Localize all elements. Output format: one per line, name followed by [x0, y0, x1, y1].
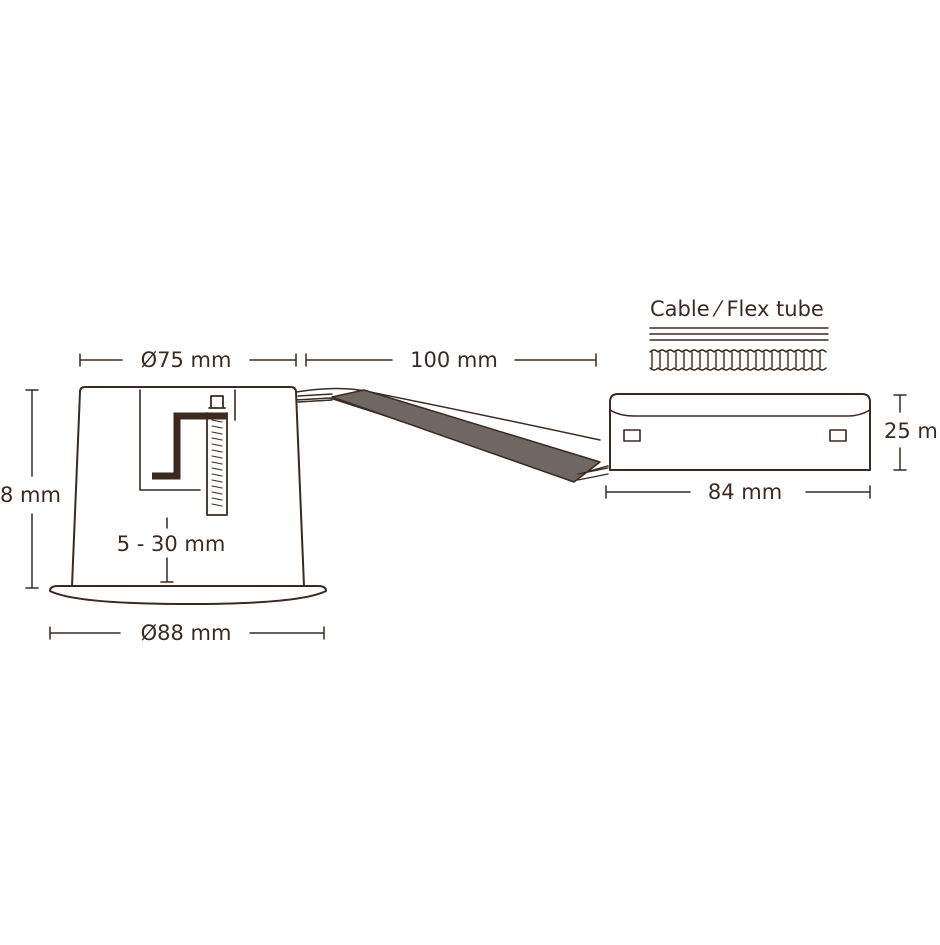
dimension-lines: [25, 353, 907, 640]
length-100-label: 100 mm: [410, 348, 498, 372]
height-left-label: 8 mm: [0, 483, 61, 507]
width-84-label: 84 mm: [708, 480, 782, 504]
driver-slot-left: [623, 429, 641, 442]
trim-flange: [49, 585, 327, 605]
connection-cable: [295, 387, 609, 483]
cable-flex-tube-label: Cable ⁄ Flex tube: [650, 297, 824, 321]
diameter-88-label: Ø88 mm: [141, 621, 232, 645]
cable-flex-symbol: [649, 327, 829, 371]
driver-slot-right: [829, 429, 847, 442]
spring-clip: [152, 412, 227, 480]
clip-window: [139, 389, 236, 491]
driver-box: [609, 393, 871, 471]
height-25-label: 25 m: [884, 419, 938, 443]
rod-nut: [208, 395, 226, 409]
adjust-range-label: 5 - 30 mm: [117, 532, 226, 556]
diameter-75-label: Ø75 mm: [141, 348, 232, 372]
threaded-rod: [206, 412, 228, 516]
